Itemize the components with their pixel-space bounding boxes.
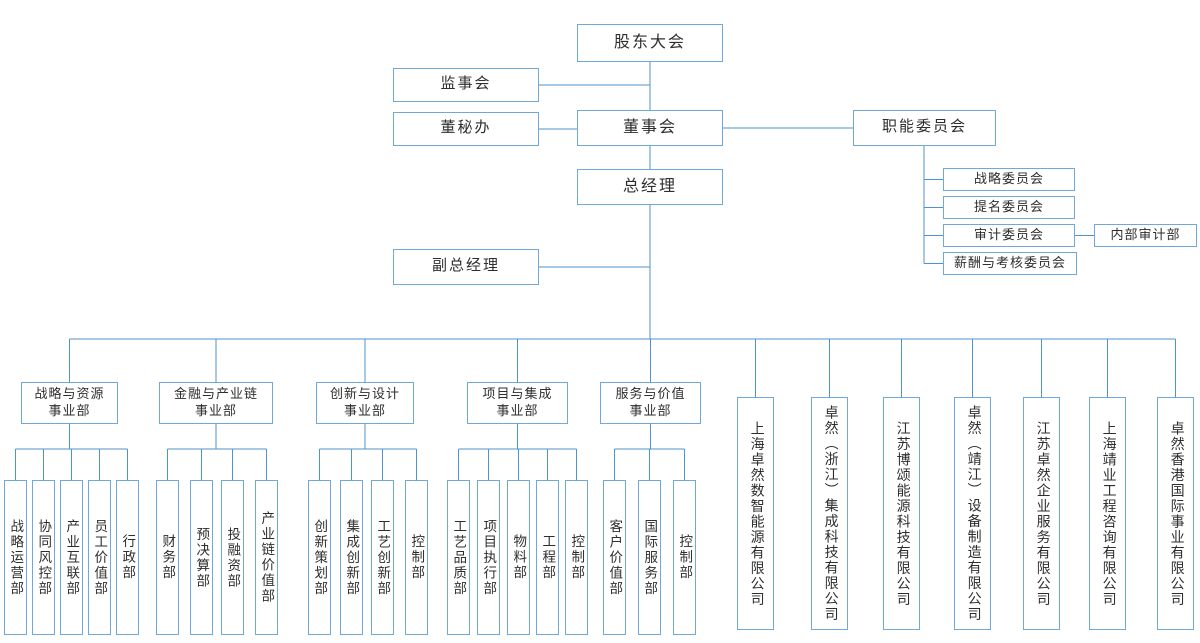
node-subsidiary: 卓然（浙江）集成科技有限公司	[811, 397, 848, 630]
node-subsidiary: 江苏卓然企业服务有限公司	[1023, 397, 1060, 630]
node-dept: 物料部	[507, 480, 530, 635]
node-supervisory-board: 监事会	[393, 68, 539, 102]
top-links	[539, 62, 853, 339]
node-dept: 客户价值部	[603, 480, 626, 635]
node-subsidiary: 江苏博颂能源科技有限公司	[883, 397, 920, 630]
division-label-line: 项目与集成	[482, 386, 553, 402]
node-dept: 控制部	[565, 480, 588, 635]
node-dept: 控制部	[673, 480, 696, 635]
node-board-of-directors: 董事会	[577, 110, 723, 146]
node-division-innovation-design: 创新与设计 事业部	[316, 382, 414, 424]
division-label-line: 事业部	[629, 403, 672, 418]
node-dept: 工艺创新部	[371, 480, 394, 635]
node-dept: 项目执行部	[477, 480, 500, 635]
node-subsidiary: 上海卓然数智能源有限公司	[737, 397, 774, 630]
node-division-project-integration: 项目与集成 事业部	[467, 382, 568, 424]
node-dept: 产业互联部	[60, 480, 83, 635]
node-dept: 创新策划部	[308, 480, 331, 635]
node-internal-audit-dept: 内部审计部	[1094, 224, 1197, 247]
node-division-finance-industry-chain: 金融与产业链 事业部	[159, 382, 273, 424]
committee-links	[923, 146, 1094, 265]
node-dept: 集成创新部	[340, 480, 363, 635]
division-label-line: 事业部	[343, 403, 386, 418]
node-dept: 战略运营部	[4, 480, 27, 635]
node-dept: 工艺品质部	[447, 480, 470, 635]
node-division-service-value: 服务与价值 事业部	[600, 382, 701, 424]
node-dept: 投融资部	[221, 480, 244, 635]
node-dept: 协同风控部	[32, 480, 55, 635]
division-label-line: 金融与产业链	[173, 386, 258, 402]
node-deputy-general-manager: 副总经理	[393, 249, 539, 285]
division-label-line: 服务与价值	[615, 386, 686, 402]
division-4-links	[457, 424, 578, 480]
node-board-secretary-office: 董秘办	[393, 112, 539, 146]
division-label-line: 战略与资源	[34, 386, 105, 402]
node-strategy-committee: 战略委员会	[943, 168, 1075, 191]
node-dept: 行政部	[116, 480, 139, 635]
node-subsidiary: 上海靖业工程咨询有限公司	[1089, 397, 1126, 630]
node-subsidiary: 卓然香港国际事业有限公司	[1157, 397, 1194, 630]
division-3-links	[318, 424, 418, 480]
division-label-line: 事业部	[48, 403, 91, 418]
bus-links	[68, 338, 1177, 397]
division-label-line: 事业部	[496, 403, 539, 418]
node-shareholders-meeting: 股东大会	[577, 24, 723, 62]
node-dept: 产业链价值部	[255, 480, 278, 635]
node-dept: 国际服务部	[638, 480, 661, 635]
node-division-strategy-resources: 战略与资源 事业部	[21, 382, 118, 424]
node-dept: 工程部	[536, 480, 559, 635]
node-functional-committees: 职能委员会	[853, 110, 996, 146]
division-5-links	[613, 424, 686, 480]
division-label-line: 创新与设计	[329, 386, 400, 402]
node-nomination-committee: 提名委员会	[943, 196, 1075, 219]
node-dept: 财务部	[156, 480, 179, 635]
node-compensation-assessment-committee: 薪酬与考核委员会	[943, 252, 1077, 275]
node-general-manager: 总经理	[577, 169, 723, 205]
division-2-links	[166, 424, 268, 480]
node-audit-committee: 审计委员会	[943, 224, 1075, 247]
node-dept: 员工价值部	[88, 480, 111, 635]
node-dept: 控制部	[405, 480, 428, 635]
node-dept: 预决算部	[190, 480, 213, 635]
division-1-links	[14, 424, 129, 480]
node-subsidiary: 卓然（靖江）设备制造有限公司	[954, 397, 991, 630]
division-label-line: 事业部	[194, 403, 237, 418]
